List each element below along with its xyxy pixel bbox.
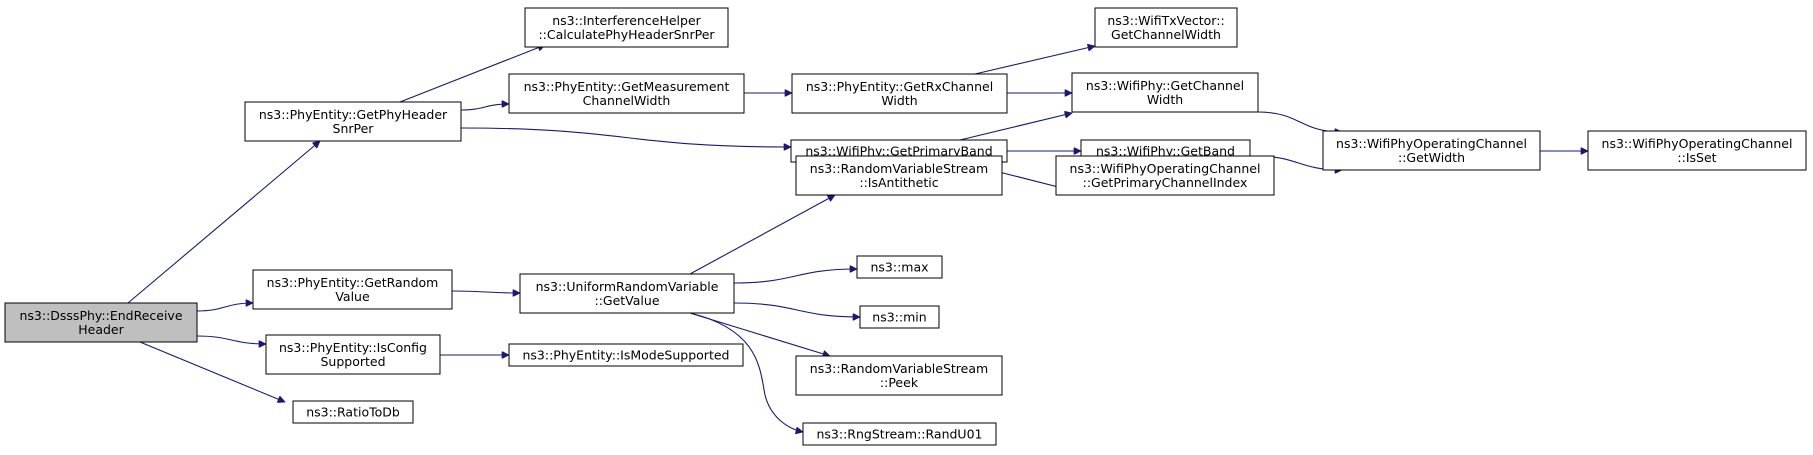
edge-getphyheadersnrper-to-getmeasurementchannelwidth <box>460 104 509 111</box>
node-box <box>791 73 1008 114</box>
node-label-line: Value <box>335 289 370 304</box>
node-label-line: ns3::DsssPhy::EndReceive <box>19 308 182 323</box>
node-label-line: ns3::PhyEntity::GetMeasurement <box>524 79 730 94</box>
node-box <box>1094 7 1238 48</box>
node-box <box>508 343 744 367</box>
node-uniformgetvalue[interactable]: ns3::UniformRandomVariable::GetValue <box>519 273 735 314</box>
node-label-line: ns3::WifiPhy::GetChannel <box>1086 78 1244 93</box>
node-box <box>1071 72 1259 113</box>
node-getprimarychannelindex[interactable]: ns3::WifiPhyOperatingChannel::GetPrimary… <box>1055 155 1275 196</box>
node-isset[interactable]: ns3::WifiPhyOperatingChannel::IsSet <box>1587 130 1807 171</box>
node-label-line: Supported <box>320 354 385 369</box>
node-label-line: ns3::WifiPhyOperatingChannel <box>1336 136 1527 151</box>
edge-endreceive-to-ratiotodb <box>139 341 285 402</box>
node-label-line: ::GetWidth <box>1398 150 1465 165</box>
node-label-line: ns3::PhyEntity::GetRandom <box>267 275 439 290</box>
node-label-line: ns3::PhyEntity::IsConfig <box>279 340 427 355</box>
node-label-line: ns3::RandomVariableStream <box>810 361 988 376</box>
node-label-line: Header <box>78 322 124 337</box>
node-calculatephyheadersnrper[interactable]: ns3::InterferenceHelper::CalculatePhyHea… <box>524 7 729 48</box>
edge-endreceive-to-isconfigsupported <box>196 335 266 344</box>
node-box <box>265 334 441 375</box>
node-label-line: Width <box>881 93 917 108</box>
edge-uniformgetvalue-to-randu01 <box>689 312 803 432</box>
node-label-line: ns3::max <box>870 260 928 275</box>
node-label-line: ns3::WifiPhy::GetPrimaryBand <box>805 144 992 159</box>
node-max[interactable]: ns3::max <box>856 255 943 279</box>
node-label-line: ns3::PhyEntity::GetRxChannel <box>806 79 993 94</box>
node-label-line: ns3::WifiPhyOperatingChannel <box>1070 161 1261 176</box>
node-label-line: ns3::WifiTxVector:: <box>1107 13 1224 28</box>
node-box <box>1055 155 1275 196</box>
node-box <box>859 305 940 329</box>
node-box <box>519 273 735 314</box>
node-box <box>1322 130 1541 171</box>
node-label-line: ns3::UniformRandomVariable <box>536 279 719 294</box>
edge-getprimaryband-to-wifiphygetchannelwidth <box>959 113 1072 141</box>
node-label-line: ::Peek <box>880 375 919 390</box>
node-label-line: ns3::WifiPhyOperatingChannel <box>1602 136 1793 151</box>
node-label-line: Width <box>1147 92 1183 107</box>
node-label-line: ::CalculatePhyHeaderSnrPer <box>538 27 715 42</box>
node-label-line: ::GetValue <box>594 293 659 308</box>
node-label-line: ns3::InterferenceHelper <box>552 13 701 28</box>
node-label-line: ns3::RandomVariableStream <box>810 161 988 176</box>
node-box <box>795 355 1003 396</box>
node-peek[interactable]: ns3::RandomVariableStream::Peek <box>795 355 1003 396</box>
edge-endreceive-to-getrandomvalue <box>196 303 253 312</box>
node-box <box>244 101 462 142</box>
node-getmeasurementchannelwidth[interactable]: ns3::PhyEntity::GetMeasurementChannelWid… <box>508 73 745 114</box>
node-label-line: ::IsSet <box>1677 150 1716 165</box>
node-label-line: GetChannelWidth <box>1111 27 1221 42</box>
node-box <box>252 269 453 310</box>
edge-endreceive-to-getphyheadersnrper <box>127 141 320 304</box>
node-box <box>795 155 1003 196</box>
node-label-line: ns3::PhyEntity::IsModeSupported <box>523 348 730 363</box>
node-label-line: ::GetPrimaryChannelIndex <box>1083 175 1248 190</box>
node-txvectorgetchannelwidth[interactable]: ns3::WifiTxVector::GetChannelWidth <box>1094 7 1238 48</box>
node-box <box>292 400 414 424</box>
node-isantithetic[interactable]: ns3::RandomVariableStream::IsAntithetic <box>795 155 1003 196</box>
node-getwidth[interactable]: ns3::WifiPhyOperatingChannel::GetWidth <box>1322 130 1541 171</box>
node-ismodesupported[interactable]: ns3::PhyEntity::IsModeSupported <box>508 343 744 367</box>
edge-getphyheadersnrper-to-getprimaryband <box>460 127 791 147</box>
edge-uniformgetvalue-to-max <box>733 269 857 284</box>
node-randu01[interactable]: ns3::RngStream::RandU01 <box>802 422 997 446</box>
edge-uniformgetvalue-to-isantithetic <box>689 194 835 275</box>
node-wifiphygetchannelwidth[interactable]: ns3::WifiPhy::GetChannelWidth <box>1071 72 1259 113</box>
node-label-line: ::IsAntithetic <box>859 175 938 190</box>
node-label-line: ns3::min <box>872 310 926 325</box>
edge-getrandomvalue-to-uniformgetvalue <box>451 291 520 293</box>
node-box <box>524 7 729 48</box>
edge-uniformgetvalue-to-min <box>733 302 860 317</box>
node-label-line: ns3::WifiPhy::GetBand <box>1096 144 1235 159</box>
node-label-line: ns3::PhyEntity::GetPhyHeader <box>259 107 448 122</box>
node-box <box>1587 130 1807 171</box>
node-label-line: ns3::RngStream::RandU01 <box>817 427 983 442</box>
node-label-line: ChannelWidth <box>583 93 671 108</box>
edge-wifiphygetchannelwidth-to-getwidth <box>1257 111 1342 132</box>
node-box <box>508 73 745 114</box>
node-ratiotodb[interactable]: ns3::RatioToDb <box>292 400 414 424</box>
node-box <box>802 422 997 446</box>
nodes-layer: ns3::DsssPhy::EndReceiveHeaderns3::PhyEn… <box>4 7 1807 446</box>
node-label-line: SnrPer <box>333 121 375 136</box>
edge-getrxchannelwidth-to-txvectorgetchannelwidth <box>974 46 1095 75</box>
node-min[interactable]: ns3::min <box>859 305 940 329</box>
node-box <box>4 302 198 343</box>
edge-getphyheadersnrper-to-calculatephyheadersnrper <box>399 45 545 103</box>
node-label-line: ns3::RatioToDb <box>306 405 400 420</box>
node-box <box>856 255 943 279</box>
